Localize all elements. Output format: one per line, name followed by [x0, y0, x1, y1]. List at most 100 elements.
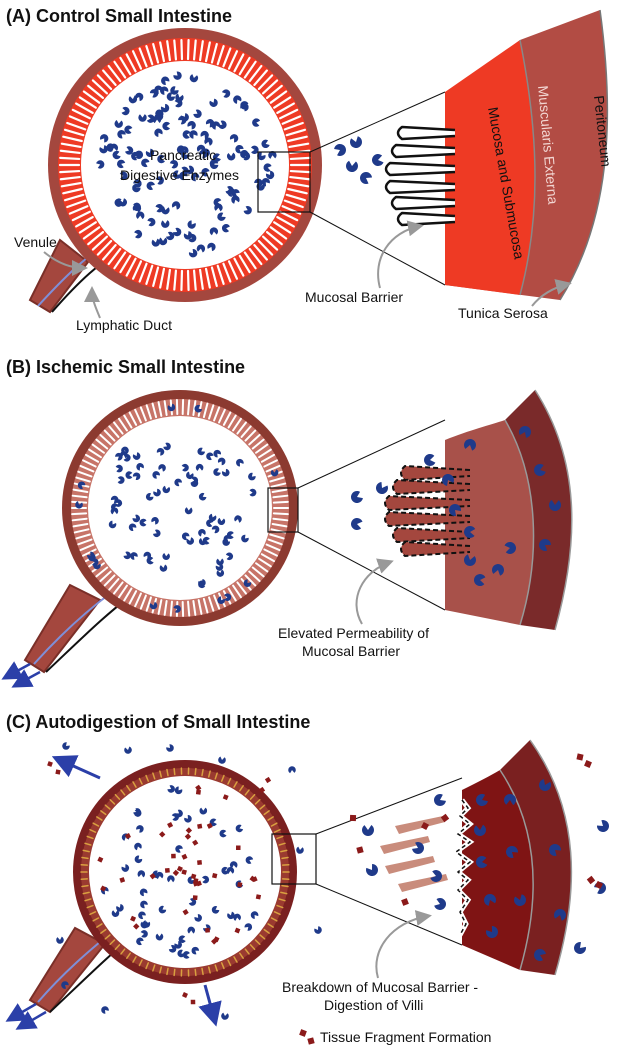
villus: [271, 523, 288, 528]
villus: [169, 600, 173, 617]
panel-a-title: (A) Control Small Intestine: [6, 6, 232, 26]
villus: [289, 156, 311, 161]
villus: [248, 433, 261, 446]
tissue-fragment: [420, 821, 430, 831]
villus: [84, 898, 92, 902]
enzyme-icon: [268, 151, 277, 159]
enzyme-icon: [154, 128, 163, 137]
villus-zoom: [384, 179, 456, 195]
enzyme-icon: [151, 516, 159, 525]
enzyme-icon: [132, 472, 141, 481]
fragment-legend-icon: [299, 1029, 315, 1045]
panel-c-enzymes-zoom: [362, 779, 609, 961]
tissue-fragment: [349, 814, 357, 822]
tunica-serosa-pointer: [531, 279, 572, 307]
panel-c-villi: [80, 767, 290, 977]
villus: [279, 210, 299, 222]
enzyme-icon: [184, 814, 192, 823]
tissue-fragment: [185, 827, 193, 834]
villus: [187, 600, 191, 617]
enzyme-icon: [123, 551, 132, 560]
villus: [227, 587, 237, 602]
enzyme-icon: [87, 551, 95, 560]
tissue-fragment: [190, 873, 197, 880]
villus: [259, 934, 266, 940]
enzyme-icon: [132, 514, 141, 523]
villus: [280, 891, 288, 895]
enzyme-icon: [174, 98, 183, 108]
villus: [259, 804, 266, 810]
tissue-fragment: [181, 853, 188, 860]
villus: [276, 904, 284, 909]
villus: [236, 421, 247, 435]
villus: [78, 221, 97, 234]
enzyme-icon: [261, 139, 270, 149]
enzyme-icon: [112, 150, 121, 160]
zoom-line-top-b: [297, 419, 446, 489]
villus: [227, 260, 239, 280]
enzyme-icon: [424, 454, 436, 466]
villus: [227, 777, 232, 785]
villus: [145, 404, 152, 420]
enzyme-icon: [56, 936, 64, 944]
enzyme-icon: [172, 170, 182, 179]
enzyme-icon: [158, 905, 167, 914]
enzyme-icon: [125, 146, 134, 155]
enzyme-icon: [216, 558, 224, 566]
villus: [267, 816, 274, 821]
villus: [152, 964, 156, 972]
villus: [276, 102, 295, 114]
peritoneum-label: Peritoneum: [591, 95, 614, 168]
villus: [107, 64, 122, 83]
villus: [201, 967, 204, 976]
villus: [273, 221, 292, 234]
villus: [120, 948, 126, 955]
enzyme-icon: [131, 151, 140, 161]
tissue-fragment: [184, 833, 192, 840]
villus: [100, 928, 107, 934]
enzyme-icon: [117, 159, 126, 169]
enzyme-icon: [209, 159, 219, 168]
enzyme-icon: [464, 439, 476, 451]
villus: [91, 79, 109, 95]
enzyme-icon: [133, 179, 142, 188]
enzyme-icon: [202, 875, 210, 884]
enzyme-icon: [172, 227, 182, 237]
villus: [81, 856, 89, 860]
tissue-fragment: [237, 882, 243, 888]
enzyme-icon: [189, 130, 198, 139]
villus: [87, 84, 105, 100]
enzyme-icon: [162, 552, 170, 561]
villus: [201, 768, 204, 777]
villus: [91, 235, 109, 251]
enzyme-icon: [134, 229, 143, 239]
villus: [233, 956, 238, 963]
enzyme-icon: [128, 523, 137, 532]
enzyme-icon: [442, 474, 455, 486]
villus: [273, 96, 292, 109]
villus: [75, 476, 91, 483]
enzyme-icon: [250, 911, 259, 919]
villus: [280, 849, 288, 853]
villus: [261, 235, 279, 251]
enzyme-icon: [513, 894, 526, 907]
zoom-line-top-c: [315, 777, 463, 835]
villus: [289, 169, 311, 174]
villus: [82, 90, 101, 104]
villus: [173, 767, 176, 776]
villus: [202, 402, 209, 419]
villus: [222, 262, 232, 283]
villus: [86, 904, 94, 909]
enzyme-icon: [136, 463, 144, 471]
enzyme-icon: [334, 144, 347, 156]
enzyme-icon: [198, 528, 206, 537]
enzyme-icon: [161, 76, 170, 85]
villus: [192, 39, 197, 61]
villus: [92, 917, 100, 922]
villus: [187, 399, 191, 416]
enzyme-icon: [175, 845, 183, 853]
enzyme-icon: [224, 593, 232, 601]
enzyme-icon: [464, 554, 476, 566]
enzyme-icon: [165, 231, 175, 241]
enzyme-icon: [235, 144, 244, 154]
